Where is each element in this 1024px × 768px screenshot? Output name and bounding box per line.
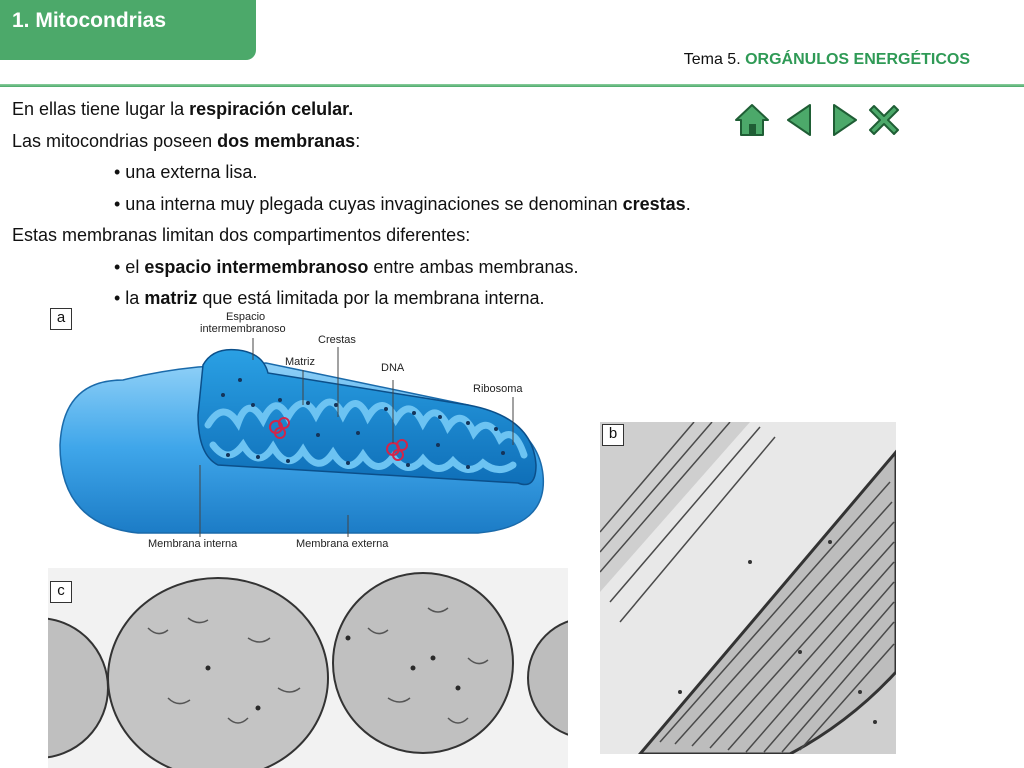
- home-button[interactable]: [732, 100, 772, 140]
- panel-label-a: a: [50, 308, 72, 330]
- section-title: 1. Mitocondrias: [12, 9, 167, 32]
- close-x-icon: [869, 105, 899, 135]
- micrograph-cross-section: c: [48, 568, 568, 768]
- mitochondrion-diagram: a Espacio intermembranoso Crestas Matriz…: [48, 305, 568, 560]
- next-slide-button[interactable]: [824, 100, 864, 140]
- label-membrana-interna: Membrana interna: [148, 538, 238, 550]
- mitochondrion-illustration: [59, 338, 545, 537]
- arrow-left-icon: [787, 104, 811, 136]
- label-membrana-externa: Membrana externa: [296, 538, 389, 550]
- body-text: En ellas tiene lugar la respiración celu…: [12, 94, 832, 315]
- body-bullet-3: • el espacio intermembranoso entre ambas…: [114, 256, 579, 277]
- label-intermembranoso: intermembranoso: [200, 323, 286, 335]
- panel-label-b: b: [602, 424, 624, 446]
- subject-accent: ORGÁNULOS ENERGÉTICOS: [745, 51, 970, 68]
- home-icon: [735, 104, 769, 136]
- body-bullet-2: • una interna muy plegada cuyas invagina…: [114, 193, 691, 214]
- label-matriz: Matriz: [285, 356, 315, 368]
- label-espacio: Espacio: [226, 311, 266, 323]
- header-divider: [0, 84, 1024, 87]
- arrow-right-icon: [833, 104, 857, 136]
- body-line-5: Estas membranas limitan dos compartiment…: [12, 225, 471, 245]
- section-title-tab: 1. Mitocondrias: [0, 0, 256, 60]
- panel-label-c: c: [50, 581, 72, 603]
- label-ribosoma: Ribosoma: [473, 383, 523, 395]
- slide-navigation: [732, 100, 902, 140]
- micrograph-longitudinal: b: [600, 422, 896, 754]
- label-dna: DNA: [381, 362, 405, 374]
- body-line-2: Las mitocondrias poseen dos membranas:: [12, 130, 361, 151]
- body-bullet-4: • la matriz que está limitada por la mem…: [114, 288, 545, 308]
- micrograph-c-image: [48, 568, 568, 768]
- label-crestas: Crestas: [318, 334, 356, 346]
- subject-prefix: Tema 5.: [683, 51, 741, 68]
- micrograph-b-image: [600, 422, 896, 754]
- body-bullet-1: • una externa lisa.: [114, 162, 258, 182]
- previous-slide-button[interactable]: [780, 100, 820, 140]
- close-button[interactable]: [864, 100, 904, 140]
- subject-heading: Tema 5. ORGÁNULOS ENERGÉTICOS: [684, 51, 970, 69]
- body-line-1: En ellas tiene lugar la respiración celu…: [12, 99, 354, 119]
